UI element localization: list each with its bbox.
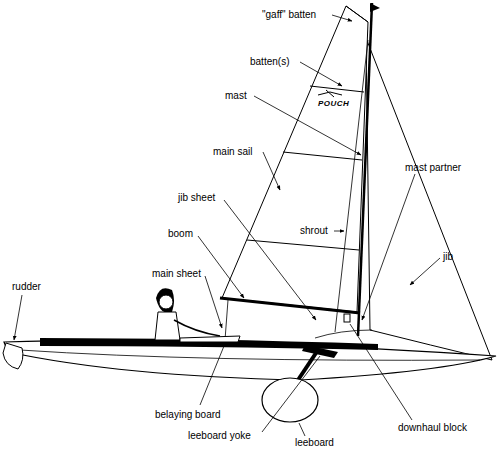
leeboard-arm [298, 350, 318, 380]
hull-line [20, 350, 480, 360]
jib-sheet-line [315, 330, 372, 338]
leeboard-blade [262, 378, 318, 422]
part-label: batten(s) [250, 56, 289, 68]
downhaul-block [344, 314, 350, 322]
part-label: rudder [12, 281, 41, 293]
mast-flag [370, 3, 380, 12]
part-label: main sail [213, 146, 252, 158]
part-label: leeboard [295, 437, 334, 449]
part-label: downhaul block [398, 422, 467, 434]
jib-sail [366, 38, 492, 360]
part-label: jib [443, 251, 453, 263]
part-label: shrout [300, 225, 328, 237]
part-label: jib sheet [178, 192, 215, 204]
part-label: "gaff" batten [262, 9, 316, 21]
part-label: main sheet [152, 268, 201, 280]
part-label: mast [225, 90, 247, 102]
main-sail [222, 6, 368, 312]
main-sheet-line [225, 300, 228, 340]
battens [247, 6, 368, 250]
part-label: belaying board [155, 409, 221, 421]
shroud [335, 40, 368, 332]
part-label: mast partner [405, 162, 461, 174]
part-label: leeboard yoke [188, 430, 251, 442]
sailor [155, 288, 240, 342]
logo-text: POUCH [318, 99, 349, 109]
boom [220, 298, 360, 313]
rudder-blade [3, 343, 23, 369]
leader-lines [14, 15, 440, 436]
part-label: boom [168, 228, 193, 240]
logo-figure [318, 90, 342, 97]
mast [358, 3, 372, 336]
